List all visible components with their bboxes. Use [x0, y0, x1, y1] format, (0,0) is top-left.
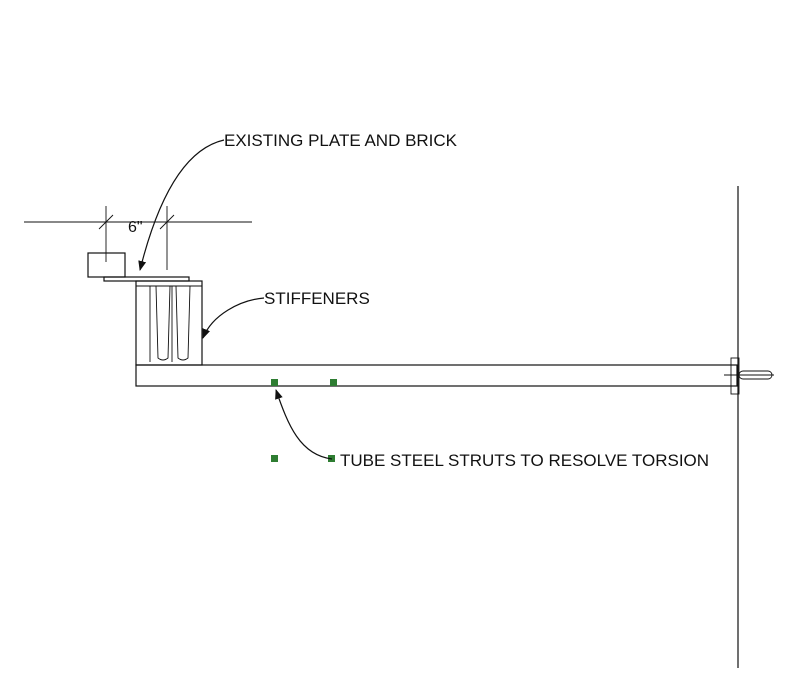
- callout-tube-struts: TUBE STEEL STRUTS TO RESOLVE TORSION: [340, 451, 709, 470]
- stiffener-left: [155, 285, 171, 361]
- dimension-text: 6": [128, 219, 143, 236]
- brick: [87, 252, 126, 278]
- grip-marker: [271, 379, 278, 386]
- existing-plate-and-brick: [87, 252, 190, 282]
- grip-marker: [330, 379, 337, 386]
- leader-existing-plate: [138, 139, 225, 271]
- grip-marker: [271, 455, 278, 462]
- grip-markers: [271, 379, 337, 462]
- dimension-6in: 6": [24, 206, 252, 270]
- leader-stiffeners: [202, 297, 265, 339]
- dimension-tick-left: [98, 214, 114, 230]
- dimension-tick-right: [159, 214, 175, 230]
- leader-tube-struts: [275, 389, 333, 460]
- callout-stiffeners: STIFFENERS: [264, 289, 370, 308]
- beam-with-stiffeners: [135, 280, 203, 366]
- vertical-column: [724, 186, 774, 668]
- existing-plate: [103, 276, 190, 282]
- horizontal-member: [135, 364, 738, 387]
- callout-existing-plate: EXISTING PLATE AND BRICK: [224, 131, 458, 150]
- stiffener-right: [175, 285, 191, 361]
- horizontal-beam: [135, 364, 738, 387]
